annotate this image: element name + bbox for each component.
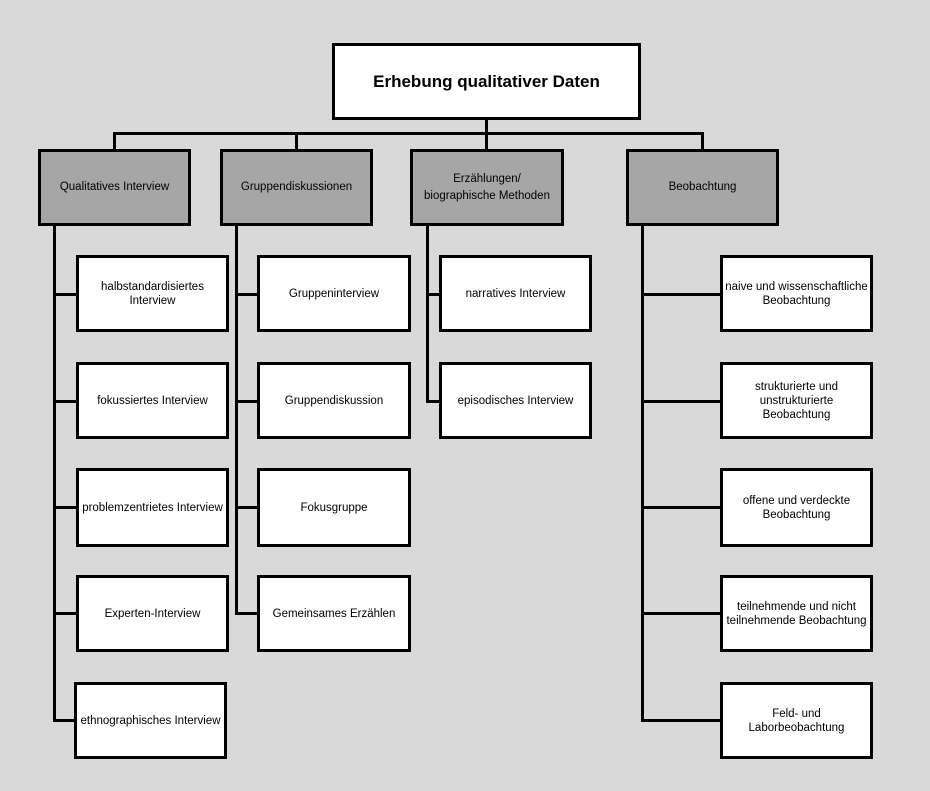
spine-col-3 bbox=[426, 224, 429, 402]
branch-line bbox=[641, 719, 723, 722]
root-title: Erhebung qualitativer Daten bbox=[332, 43, 641, 120]
drop-col-1 bbox=[113, 132, 116, 152]
branch-line bbox=[235, 506, 260, 509]
branch-line bbox=[235, 293, 260, 296]
top-bus bbox=[113, 132, 704, 135]
drop-col-3 bbox=[485, 132, 488, 152]
branch-line bbox=[53, 293, 79, 296]
spine-col-4 bbox=[641, 224, 644, 721]
drop-col-4 bbox=[701, 132, 704, 152]
branch-line bbox=[53, 400, 79, 403]
item-box: Feld- und Laborbeobachtung bbox=[720, 682, 873, 759]
branch-line bbox=[641, 293, 723, 296]
item-box: episodisches Interview bbox=[439, 362, 592, 439]
heading-gruppendiskussionen: Gruppendiskussionen bbox=[220, 149, 373, 226]
item-box: Gruppendiskussion bbox=[257, 362, 411, 439]
drop-col-2 bbox=[295, 132, 298, 152]
item-box: Fokusgruppe bbox=[257, 468, 411, 547]
item-box: teilnehmende und nicht teilnehmende Beob… bbox=[720, 575, 873, 652]
branch-line bbox=[53, 506, 79, 509]
item-box: ethnographisches Interview bbox=[74, 682, 227, 759]
branch-line bbox=[235, 400, 260, 403]
branch-line bbox=[53, 719, 77, 722]
item-box: Gruppeninterview bbox=[257, 255, 411, 332]
item-box: offene und verdeckte Beobachtung bbox=[720, 468, 873, 547]
root-stem bbox=[485, 118, 488, 134]
branch-line bbox=[641, 400, 723, 403]
heading-qualitatives-interview: Qualitatives Interview bbox=[38, 149, 191, 226]
heading-beobachtung: Beobachtung bbox=[626, 149, 779, 226]
item-box: problemzentrietes Interview bbox=[76, 468, 229, 547]
item-box: Experten-Interview bbox=[76, 575, 229, 652]
item-box: halbstandardisiertes Interview bbox=[76, 255, 229, 332]
item-box: fokussiertes Interview bbox=[76, 362, 229, 439]
item-box: Gemeinsames Erzählen bbox=[257, 575, 411, 652]
branch-line bbox=[426, 400, 442, 403]
branch-line bbox=[641, 506, 723, 509]
spine-col-1 bbox=[53, 224, 56, 721]
item-box: narratives Interview bbox=[439, 255, 592, 332]
branch-line bbox=[235, 612, 260, 615]
branch-line bbox=[426, 293, 442, 296]
spine-col-2 bbox=[235, 224, 238, 615]
item-box: strukturierte und unstrukturierte Beobac… bbox=[720, 362, 873, 439]
branch-line bbox=[641, 612, 723, 615]
branch-line bbox=[53, 612, 79, 615]
item-box: naive und wissenschaftliche Beobachtung bbox=[720, 255, 873, 332]
heading-erzaehlungen: Erzählungen/ biographische Methoden bbox=[410, 149, 564, 226]
